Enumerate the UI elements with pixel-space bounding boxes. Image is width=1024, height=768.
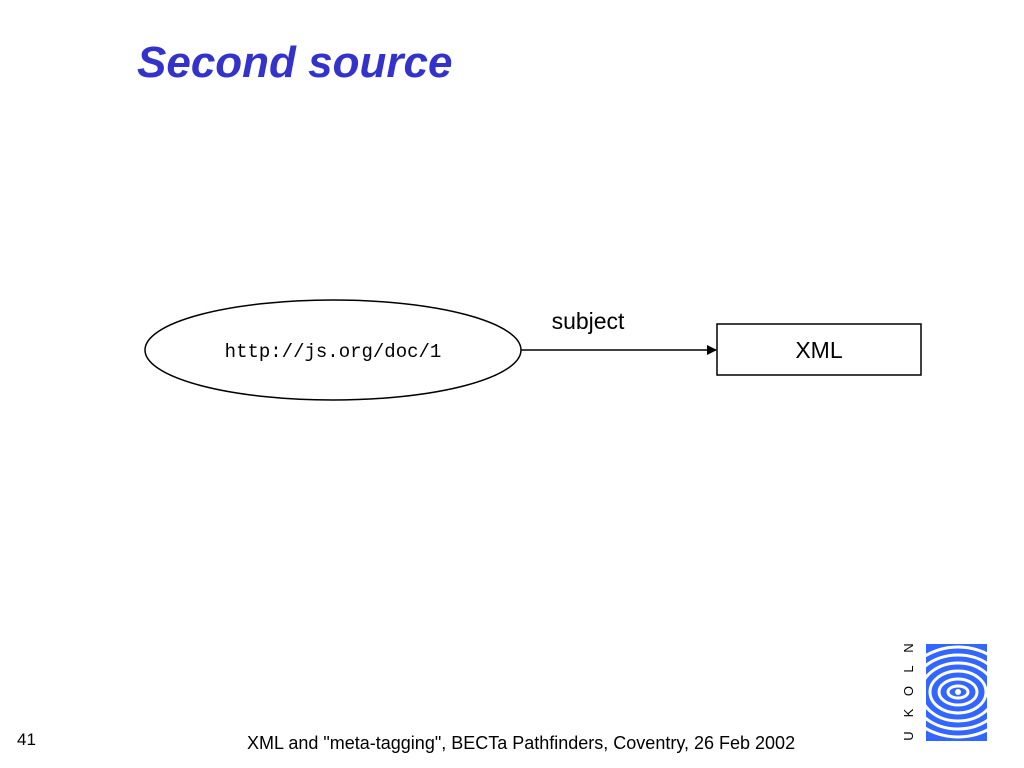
logo-letter-u: U (901, 731, 916, 740)
logo-letter-o: O (901, 686, 916, 696)
logo-letter-k: K (901, 708, 916, 717)
resource-uri-label: http://js.org/doc/1 (225, 341, 442, 363)
slide-title: Second source (137, 38, 453, 87)
logo-letter-n: N (901, 643, 916, 652)
value-label: XML (795, 337, 843, 363)
value-node (716, 323, 922, 376)
property-label: subject (552, 308, 625, 334)
logo-letter-l: L (901, 665, 916, 672)
slide-number: 41 (17, 730, 36, 749)
slide-footer: XML and "meta-tagging", BECTa Pathfinder… (247, 733, 796, 753)
ukoln-logo: U K O L N (901, 643, 987, 741)
